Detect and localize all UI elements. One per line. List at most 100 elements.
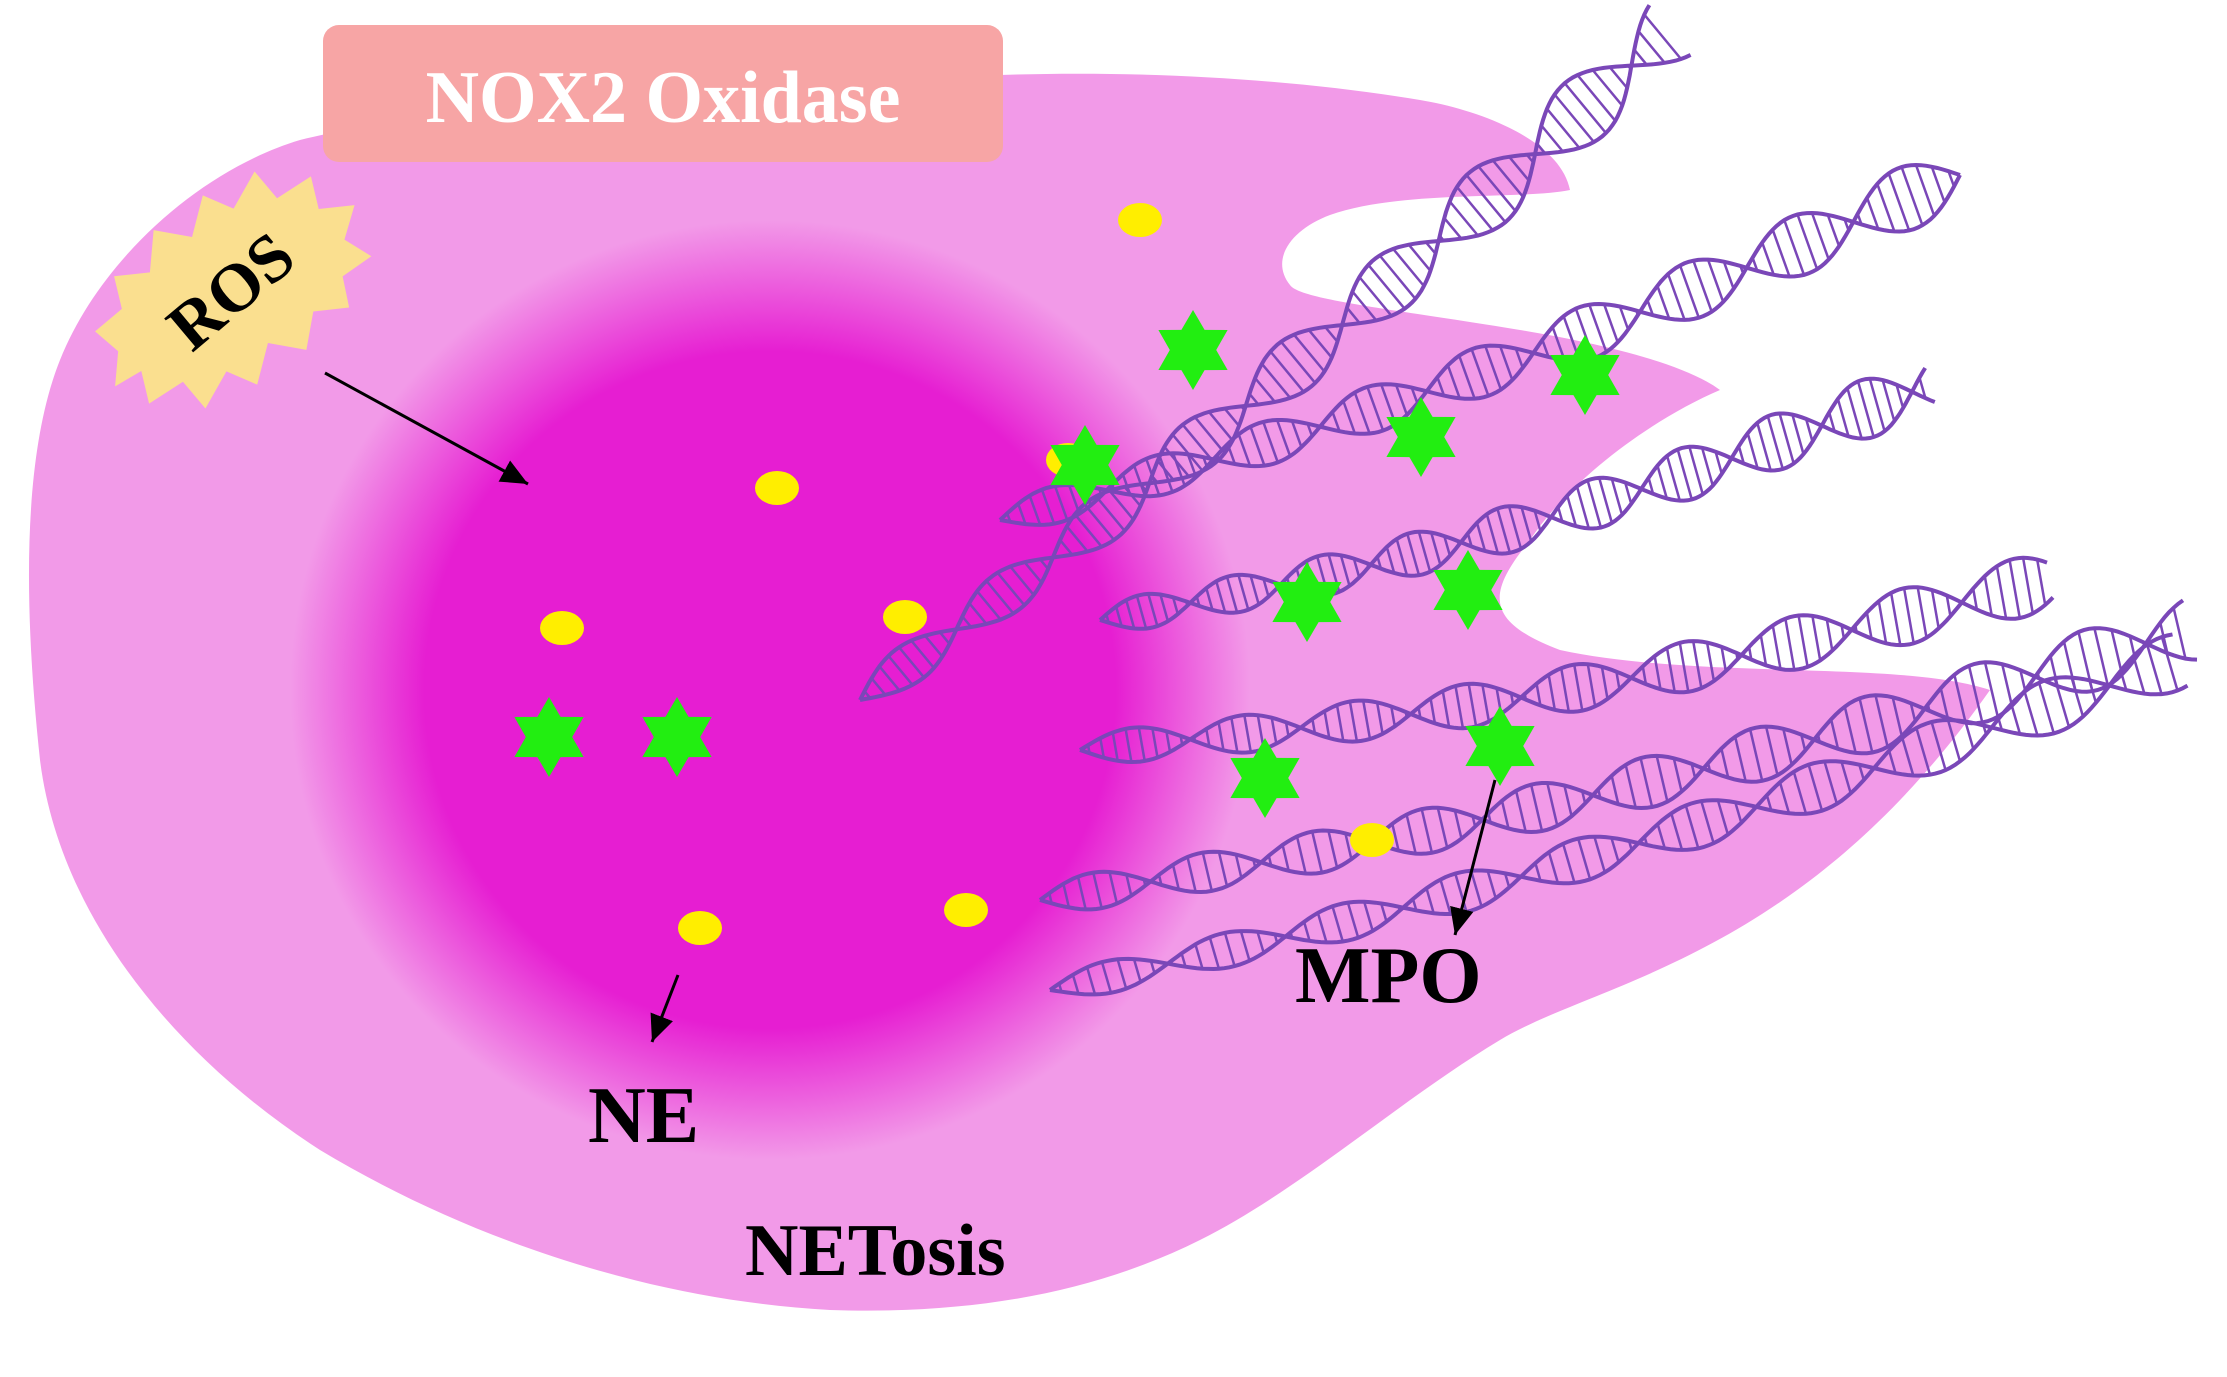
dna-rung xyxy=(1424,241,1437,255)
dna-rung xyxy=(1111,484,1116,493)
dna-rung xyxy=(1624,764,1637,808)
dna-rung xyxy=(1171,864,1181,890)
dna-rung xyxy=(1914,164,1936,217)
dna-rung xyxy=(1982,725,1988,735)
dna-rung xyxy=(1481,684,1491,722)
dna-rung xyxy=(1311,718,1317,734)
dna-rung xyxy=(1132,958,1142,983)
dna-helix xyxy=(858,4,1692,702)
dna-rung xyxy=(1930,166,1946,203)
dna-rung xyxy=(1902,587,1915,644)
dna-helix xyxy=(1078,555,2055,765)
dna-rung xyxy=(1637,487,1642,492)
dna-rung xyxy=(1062,883,1071,908)
dna-rung xyxy=(1748,728,1764,782)
mpo-star-icon xyxy=(1465,706,1535,786)
dna-rung xyxy=(1151,728,1159,758)
dna-rung xyxy=(1067,484,1081,515)
dna-rung xyxy=(1734,801,1743,824)
dna-rung xyxy=(1262,421,1279,463)
dna-rung xyxy=(1546,108,1581,149)
dna-rung xyxy=(1194,944,1204,970)
dna-rung xyxy=(1670,813,1684,851)
dna-rung xyxy=(1006,512,1012,523)
dna-rung xyxy=(1159,594,1170,622)
dna-rung xyxy=(1260,363,1292,399)
mpo-star-icon xyxy=(1050,425,1120,505)
dna-rung xyxy=(2037,682,2056,734)
dna-rung xyxy=(1534,862,1542,882)
dna-rung xyxy=(1108,871,1119,904)
dna-rung xyxy=(1747,646,1753,660)
dna-rung xyxy=(1071,974,1080,995)
dna-rung xyxy=(1826,214,1841,247)
dna-rung xyxy=(1825,619,1834,651)
dna-rung xyxy=(1737,445,1746,464)
dna-rung xyxy=(1216,454,1221,462)
dna-rung xyxy=(1395,538,1409,576)
dna-rung xyxy=(1124,599,1136,629)
dna-rung xyxy=(1335,704,1345,742)
dna-rung xyxy=(1223,407,1240,427)
dna-rung xyxy=(1858,698,1874,753)
dna-rung xyxy=(1733,736,1747,782)
dna-rung xyxy=(1720,748,1730,778)
dna-rung xyxy=(1425,887,1435,914)
dna-rung xyxy=(1840,624,1846,639)
dna-rung xyxy=(1746,432,1759,469)
dna-rung xyxy=(1137,727,1146,762)
dna-rung xyxy=(1514,348,1524,369)
dna-rung xyxy=(938,631,951,645)
dna-rung xyxy=(1436,376,1446,397)
dna-rung xyxy=(1363,901,1374,932)
dna-rung xyxy=(1705,642,1716,682)
dna-rung xyxy=(1684,805,1700,849)
dna-rung xyxy=(1778,413,1795,464)
dna-rung xyxy=(1225,576,1239,613)
dna-rung xyxy=(2010,703,2022,735)
dna-rung xyxy=(1443,217,1463,240)
dna-rung xyxy=(1249,575,1260,605)
dna-rung xyxy=(1639,757,1654,808)
dna-rung xyxy=(1406,533,1421,576)
dna-rung xyxy=(1610,478,1624,516)
dna-rung xyxy=(1475,522,1487,552)
dna-rung xyxy=(1366,563,1370,568)
dna-rung xyxy=(954,628,957,632)
dna-rung xyxy=(1208,937,1221,970)
dna-rung xyxy=(1783,219,1806,276)
dna-rung xyxy=(1040,489,1056,525)
dna-rung xyxy=(1086,744,1091,754)
ne-arrow xyxy=(650,974,680,1043)
dna-rung xyxy=(1971,588,1979,610)
dna-rung xyxy=(1509,693,1515,705)
dna-rung xyxy=(1874,695,1889,748)
dna-rung xyxy=(1284,721,1290,737)
dna-rung xyxy=(1546,782,1559,826)
dna-rung xyxy=(1142,879,1147,886)
dna-rung xyxy=(1688,446,1705,495)
dna-rung xyxy=(1171,596,1180,615)
dna-rung xyxy=(1466,533,1473,547)
dna-rung xyxy=(1610,837,1620,863)
dna-rung xyxy=(1205,728,1211,747)
dna-rung xyxy=(1108,489,1135,521)
dna-rung xyxy=(1053,485,1069,521)
dna-rung xyxy=(1901,737,1915,776)
dna-rung xyxy=(870,677,887,696)
dna-rung xyxy=(1498,345,1514,381)
dna-rung xyxy=(1533,510,1542,532)
dna-rung xyxy=(1918,377,1927,399)
dna-rung xyxy=(1411,898,1418,911)
mpo-star-icon xyxy=(642,697,712,777)
dna-rung xyxy=(1580,790,1587,804)
dna-rung xyxy=(1380,903,1388,922)
dna-rung xyxy=(1643,836,1649,846)
dna-rung xyxy=(1076,876,1087,910)
dna-rung xyxy=(1915,727,1932,776)
dna-rung xyxy=(1344,833,1353,860)
dna-rung xyxy=(1508,156,1530,182)
dna-rung xyxy=(1439,879,1452,915)
dna-rung xyxy=(1529,784,1544,832)
